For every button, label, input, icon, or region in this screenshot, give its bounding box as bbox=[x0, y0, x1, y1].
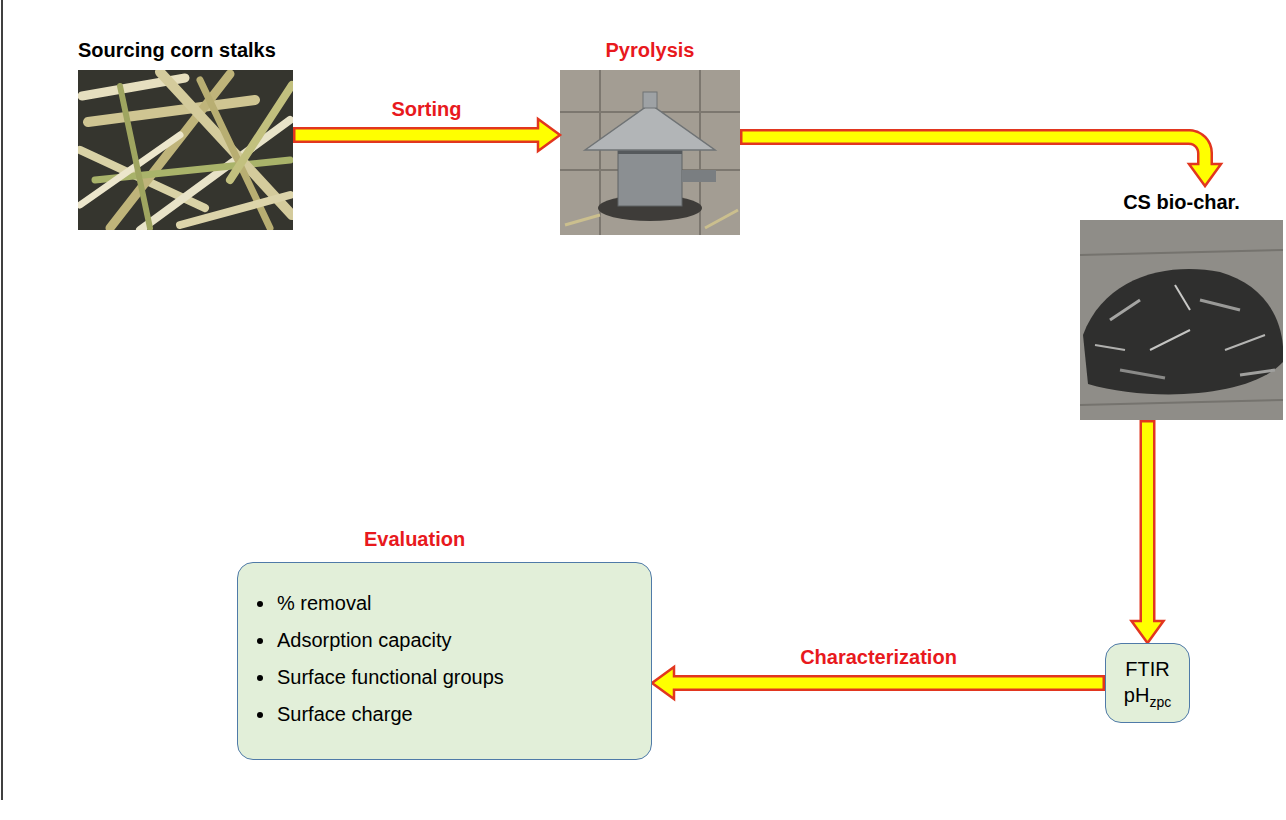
arrow-head bbox=[538, 119, 560, 151]
biochar-photo bbox=[1080, 220, 1283, 420]
kiln-drum bbox=[618, 142, 682, 206]
photo-ground bbox=[560, 70, 740, 235]
paving-joint bbox=[1080, 400, 1283, 405]
arrow-fill bbox=[296, 130, 542, 141]
quantity-name: pH bbox=[1124, 684, 1150, 706]
photo-heading: CS bio-char. bbox=[1123, 190, 1240, 214]
block-arrow bbox=[293, 119, 560, 151]
process-box: Evaluation% removalAdsorption capacitySu… bbox=[237, 562, 652, 760]
arrow-head bbox=[1189, 164, 1221, 186]
char-flake bbox=[1240, 370, 1275, 375]
stalk bbox=[180, 195, 290, 225]
arrow-fill bbox=[743, 137, 1206, 167]
list-text: Surface functional groups bbox=[277, 666, 504, 688]
edge-label: Sorting bbox=[392, 97, 462, 121]
corn-stalks-photo bbox=[78, 70, 293, 230]
char-flake bbox=[1095, 345, 1125, 350]
bullet-dot bbox=[257, 675, 263, 681]
char-flake bbox=[1120, 370, 1165, 378]
stalk bbox=[160, 72, 292, 215]
arrow-fill bbox=[671, 678, 1103, 689]
list-text: Surface charge bbox=[277, 703, 413, 725]
kiln-pipe bbox=[682, 170, 716, 182]
list-text: % removal bbox=[277, 592, 371, 614]
list-item: Adsorption capacity bbox=[257, 622, 504, 659]
char-flake bbox=[1150, 330, 1190, 350]
straw-bit bbox=[705, 210, 738, 228]
list-item: Surface functional groups bbox=[257, 659, 504, 696]
stalk bbox=[230, 85, 292, 180]
pyrolysis-kiln-photo bbox=[560, 70, 740, 235]
list-item: % removal bbox=[257, 585, 504, 622]
box-content: FTIRpHzpc bbox=[1112, 646, 1183, 720]
stalk bbox=[120, 86, 150, 228]
method-name: FTIR bbox=[1124, 656, 1171, 682]
bullet-list: % removalAdsorption capacitySurface func… bbox=[238, 563, 528, 755]
block-arrow bbox=[1132, 420, 1164, 643]
box-heading: Evaluation bbox=[364, 527, 465, 551]
char-flake bbox=[1225, 335, 1265, 350]
char-pile bbox=[1083, 269, 1283, 394]
subscript-text: zpc bbox=[1149, 694, 1171, 710]
straw-bit bbox=[565, 215, 600, 225]
bullet-dot bbox=[257, 712, 263, 718]
photo-ground bbox=[78, 70, 293, 230]
stalk bbox=[88, 100, 255, 122]
margin-rule bbox=[1, 0, 3, 800]
arrow-head bbox=[1132, 621, 1164, 643]
arrow-fill bbox=[1142, 423, 1153, 625]
paving-joint bbox=[1080, 250, 1283, 255]
photo-heading: Pyrolysis bbox=[606, 38, 695, 62]
process-box: FTIRpHzpc bbox=[1105, 643, 1190, 723]
photo-panel: Sourcing corn stalks bbox=[78, 38, 293, 230]
bullet-dot bbox=[257, 601, 263, 607]
char-flake bbox=[1110, 300, 1140, 320]
char-flake bbox=[1175, 285, 1190, 310]
block-arrow bbox=[740, 137, 1221, 186]
bullet-dot bbox=[257, 638, 263, 644]
block-arrow bbox=[652, 667, 1105, 699]
kiln-chimney bbox=[643, 92, 657, 108]
photo-heading: Sourcing corn stalks bbox=[78, 38, 276, 62]
photo-panel: Pyrolysis bbox=[560, 38, 740, 235]
list-item: Surface charge bbox=[257, 696, 504, 733]
kiln-cone bbox=[585, 104, 715, 150]
edge-label: Characterization bbox=[800, 645, 957, 669]
list-text: Adsorption capacity bbox=[277, 629, 452, 651]
photo-panel: CS bio-char. bbox=[1080, 186, 1283, 420]
photo-ground bbox=[1080, 220, 1283, 420]
arrow-head bbox=[652, 667, 674, 699]
char-flake bbox=[1200, 300, 1240, 310]
